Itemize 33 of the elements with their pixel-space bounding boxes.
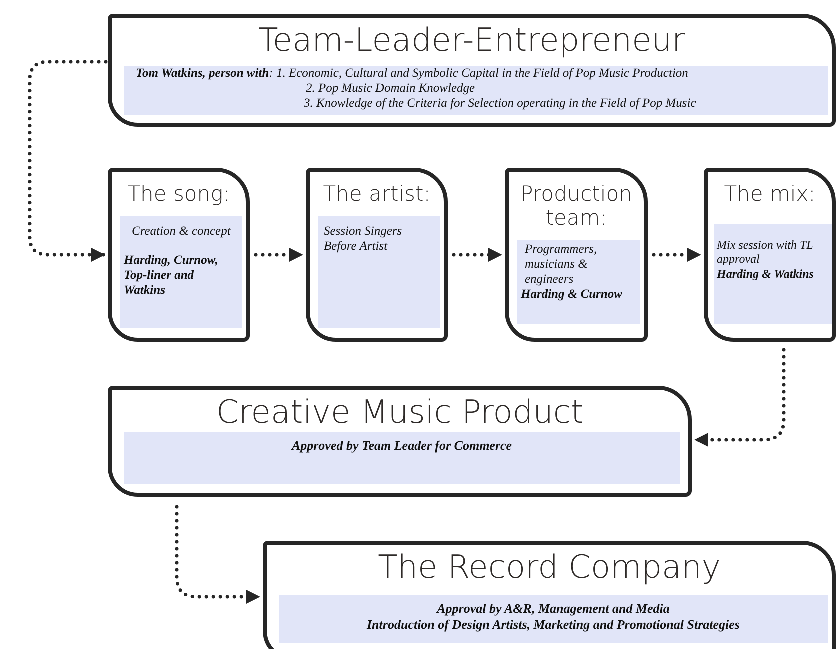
box-title: The artist: [322,182,432,206]
box-note: Introduction of Design Artists, Marketing and Promotional Strategies [366,616,741,632]
process-box [704,168,836,342]
process-box [108,168,250,342]
process-box [505,168,648,342]
box-note: 3. Knowledge of the Criteria for Selection operating in the Field of Pop Music [303,96,698,111]
box-note: Mix session with TL approval [717,238,814,267]
box-note: Approved by Team Leader for Commerce [290,438,514,454]
dotted-arrow [652,248,702,262]
dotted-arrow [694,348,786,447]
box-note: Harding & Watkins [717,266,815,282]
box-note: Creation & concept [131,224,232,239]
box-note: Session Singers Before Artist [323,224,404,254]
box-title: The Record Company [377,549,722,586]
box-note: Tom Watkins, person with: 1. Economic, Cultural and Symbolic Capital in the Field of Pop Music Production [136,66,690,81]
process-box [108,14,836,127]
box-note: Approval by A&R, Management and Media [436,601,671,617]
box-note: Harding & Curnow [521,287,624,302]
box-title: Production team: [520,182,634,230]
box-title: The song: [126,182,232,206]
process-box [263,541,836,649]
box-note: Programmers, musicians & engineers [524,242,598,287]
box-title: Creative Music Product [215,394,585,431]
dotted-arrow [254,248,304,262]
dotted-arrow [175,505,261,604]
process-box [306,168,448,342]
box-note: Harding, Curnow, Top-liner and Watkins [124,253,220,298]
box-title: The mix: [723,182,817,206]
dotted-arrow [452,248,503,262]
box-note: 2. Pop Music Domain Knowledge [305,81,476,96]
dotted-arrow [28,60,108,262]
process-box [108,386,692,497]
box-title: Team-Leader-Entrepreneur [258,22,686,59]
